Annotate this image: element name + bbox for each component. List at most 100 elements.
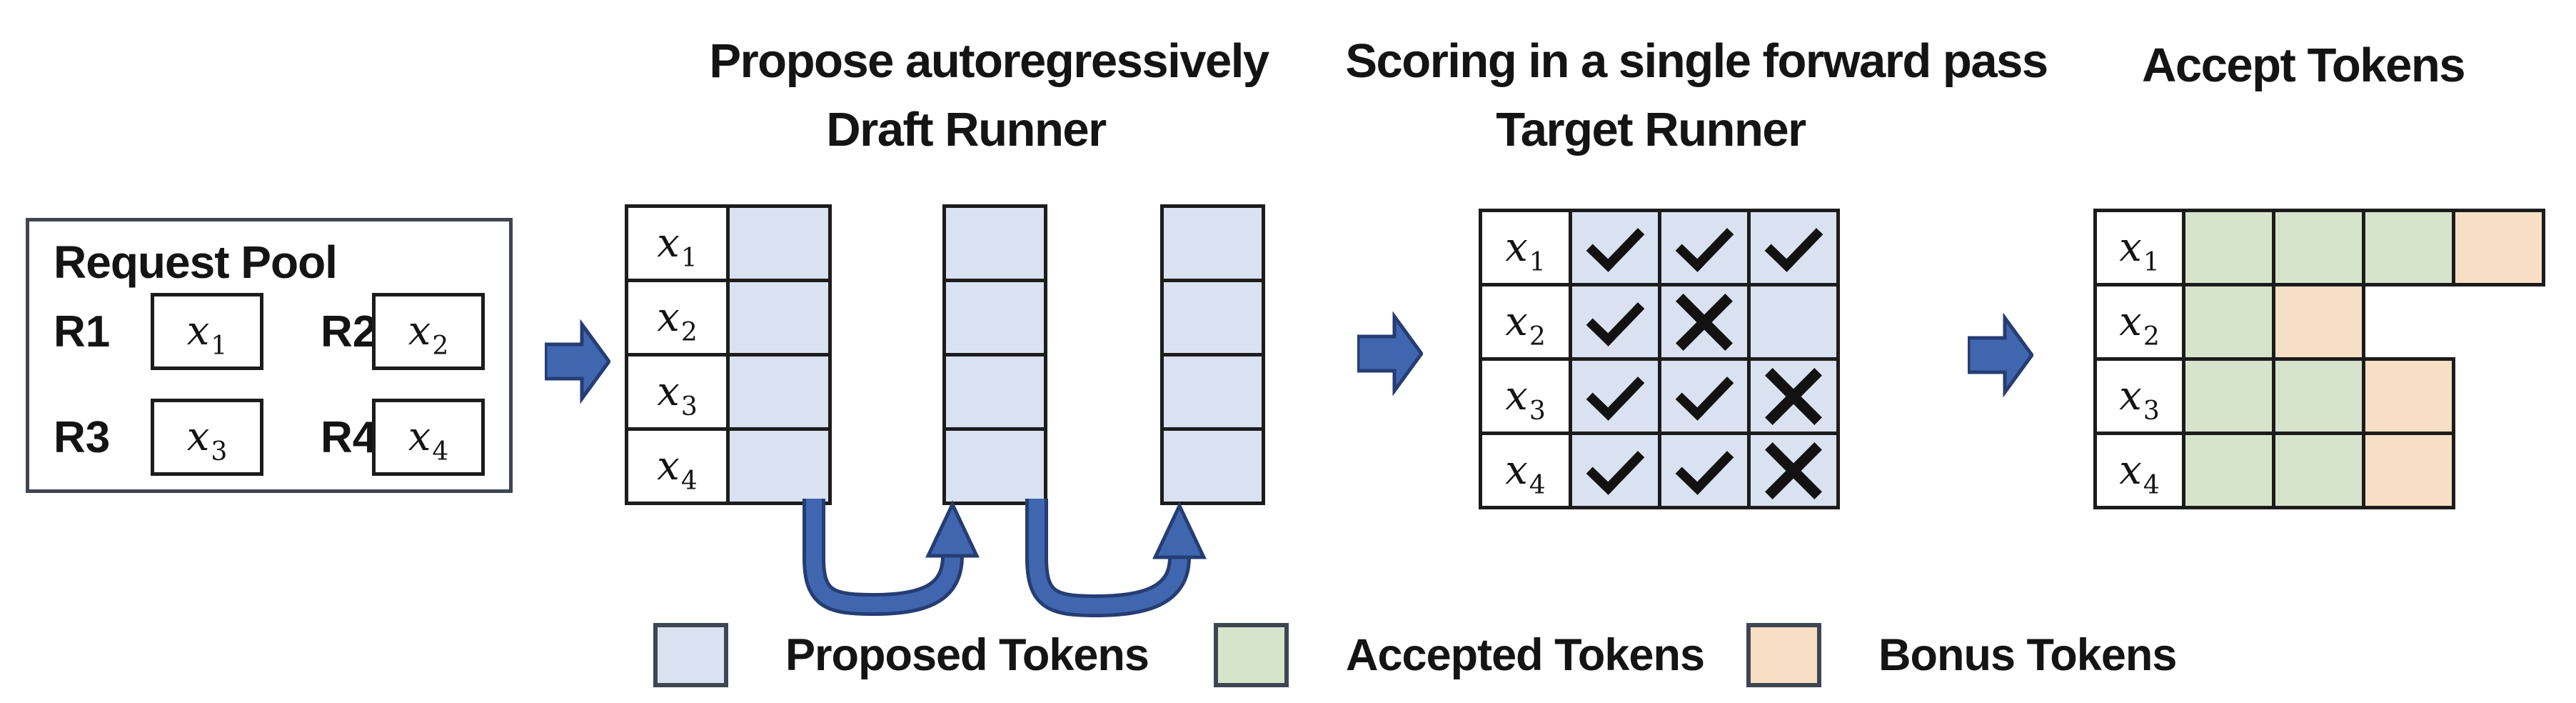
- proposed-cell: [1160, 204, 1265, 282]
- legend-label: Bonus Tokens: [1878, 630, 2177, 680]
- proposed-cell: [726, 427, 832, 505]
- draft-row-label-cell: x3: [625, 353, 730, 431]
- accept-row-label-cell: x1: [2093, 209, 2185, 286]
- table-row: x2: [2093, 283, 2545, 361]
- check-icon: [1675, 213, 1734, 272]
- cross-icon: [1674, 288, 1734, 357]
- score-cell: [1747, 283, 1840, 361]
- target-row-label-cell: x2: [1479, 283, 1572, 361]
- token-label: x4: [2119, 447, 2160, 500]
- score-cell: [1658, 432, 1751, 509]
- loop-arrow-icon: [1025, 499, 1207, 618]
- accept-tokens-title: Accept Tokens: [2141, 39, 2466, 92]
- accept-row-label-cell: x4: [2093, 432, 2185, 509]
- request-token-box: x2: [372, 293, 485, 370]
- legend-item: Accepted Tokens: [1214, 623, 1705, 687]
- request-id: R3: [54, 412, 111, 462]
- accepted-cell: [2182, 283, 2275, 361]
- request-token-box: x3: [151, 399, 263, 476]
- token-label: x3: [1505, 372, 1546, 426]
- token-label: x4: [657, 442, 698, 496]
- score-cell: [1569, 209, 1661, 286]
- proposed-cell: [726, 204, 832, 282]
- accepted-cell: [2182, 357, 2275, 435]
- token-label: x2: [2119, 298, 2160, 352]
- legend-label: Accepted Tokens: [1346, 630, 1705, 680]
- accepted-cell: [2272, 357, 2365, 435]
- table-row: x4: [1479, 432, 1840, 509]
- bonus-cell: [2272, 283, 2365, 361]
- accepted-cell: [2362, 209, 2455, 286]
- target-row-label-cell: x1: [1479, 209, 1572, 286]
- request-token-box: x1: [151, 293, 263, 370]
- table-row: x3: [2093, 357, 2545, 435]
- draft-proposal-column: [1160, 204, 1265, 505]
- token-label: x2: [1505, 298, 1546, 352]
- scoring-title: Scoring in a single forward pass: [1345, 34, 2048, 88]
- token-label: x1: [186, 308, 228, 361]
- table-row: x2: [1479, 283, 1840, 361]
- score-cell: [1569, 432, 1661, 509]
- score-cell: [1569, 283, 1661, 361]
- legend-item: Bonus Tokens: [1746, 623, 2177, 687]
- proposed-cell: [942, 353, 1047, 431]
- score-cell: [1658, 357, 1751, 435]
- token-label: x4: [408, 414, 449, 467]
- token-label: x4: [1505, 447, 1546, 500]
- request-pool-title: Request Pool: [54, 236, 338, 288]
- draft-row-label-cell: x4: [625, 427, 730, 505]
- proposed-swatch: [653, 623, 728, 687]
- target-row-label-cell: x3: [1479, 357, 1572, 435]
- token-label: x2: [657, 294, 698, 347]
- flow-arrow-icon: [1968, 313, 2033, 397]
- score-cell: [1747, 432, 1840, 509]
- check-icon: [1586, 213, 1644, 272]
- proposed-cell: [1160, 279, 1265, 357]
- check-icon: [1586, 362, 1644, 421]
- accept-row-label-cell: x3: [2093, 357, 2185, 435]
- table-row: x4: [2093, 432, 2545, 509]
- draft-label-column: x1 x2 x3 x4: [625, 204, 730, 505]
- target-row-label-cell: x4: [1479, 432, 1572, 509]
- table-row: x1: [1479, 209, 1840, 286]
- proposed-cell: [1160, 353, 1265, 431]
- target-scoring-grid: x1 x2 x3 x4: [1479, 209, 1840, 509]
- loop-arrow-icon: [803, 499, 980, 617]
- accept-row-label-cell: x2: [2093, 283, 2185, 361]
- draft-row-label-cell: x1: [625, 204, 730, 282]
- check-icon: [1586, 287, 1644, 346]
- proposed-cell: [942, 427, 1047, 505]
- cross-icon: [1764, 437, 1823, 505]
- draft-row-label-cell: x2: [625, 279, 730, 357]
- token-label: x1: [2119, 224, 2160, 277]
- request-id: R2: [321, 306, 378, 357]
- proposed-cell: [942, 279, 1047, 357]
- accepted-cell: [2182, 432, 2275, 509]
- flow-arrow-icon: [1357, 311, 1423, 396]
- score-cell: [1658, 209, 1751, 286]
- legend-label: Proposed Tokens: [785, 630, 1149, 680]
- request-token-box: x4: [372, 399, 485, 476]
- target-runner-title: Target Runner: [1496, 103, 1806, 156]
- request-id: R1: [54, 306, 111, 357]
- bonus-cell: [2362, 357, 2455, 435]
- bonus-swatch: [1746, 623, 1821, 687]
- bonus-cell: [2362, 432, 2455, 509]
- token-label: x3: [186, 414, 228, 467]
- accepted-cell: [2272, 209, 2365, 286]
- draft-proposal-column: [942, 204, 1047, 505]
- flow-arrow-icon: [545, 319, 610, 404]
- table-row: x1: [2093, 209, 2545, 286]
- proposed-cell: [1160, 427, 1265, 505]
- check-icon: [1764, 213, 1823, 272]
- check-icon: [1675, 362, 1734, 421]
- proposed-cell: [942, 204, 1047, 282]
- draft-proposal-column: [726, 204, 832, 505]
- cross-icon: [1764, 362, 1823, 431]
- draft-runner-title: Draft Runner: [826, 103, 1107, 156]
- score-cell: [1569, 357, 1661, 435]
- token-label: x2: [408, 308, 449, 361]
- accepted-cell: [2182, 209, 2275, 286]
